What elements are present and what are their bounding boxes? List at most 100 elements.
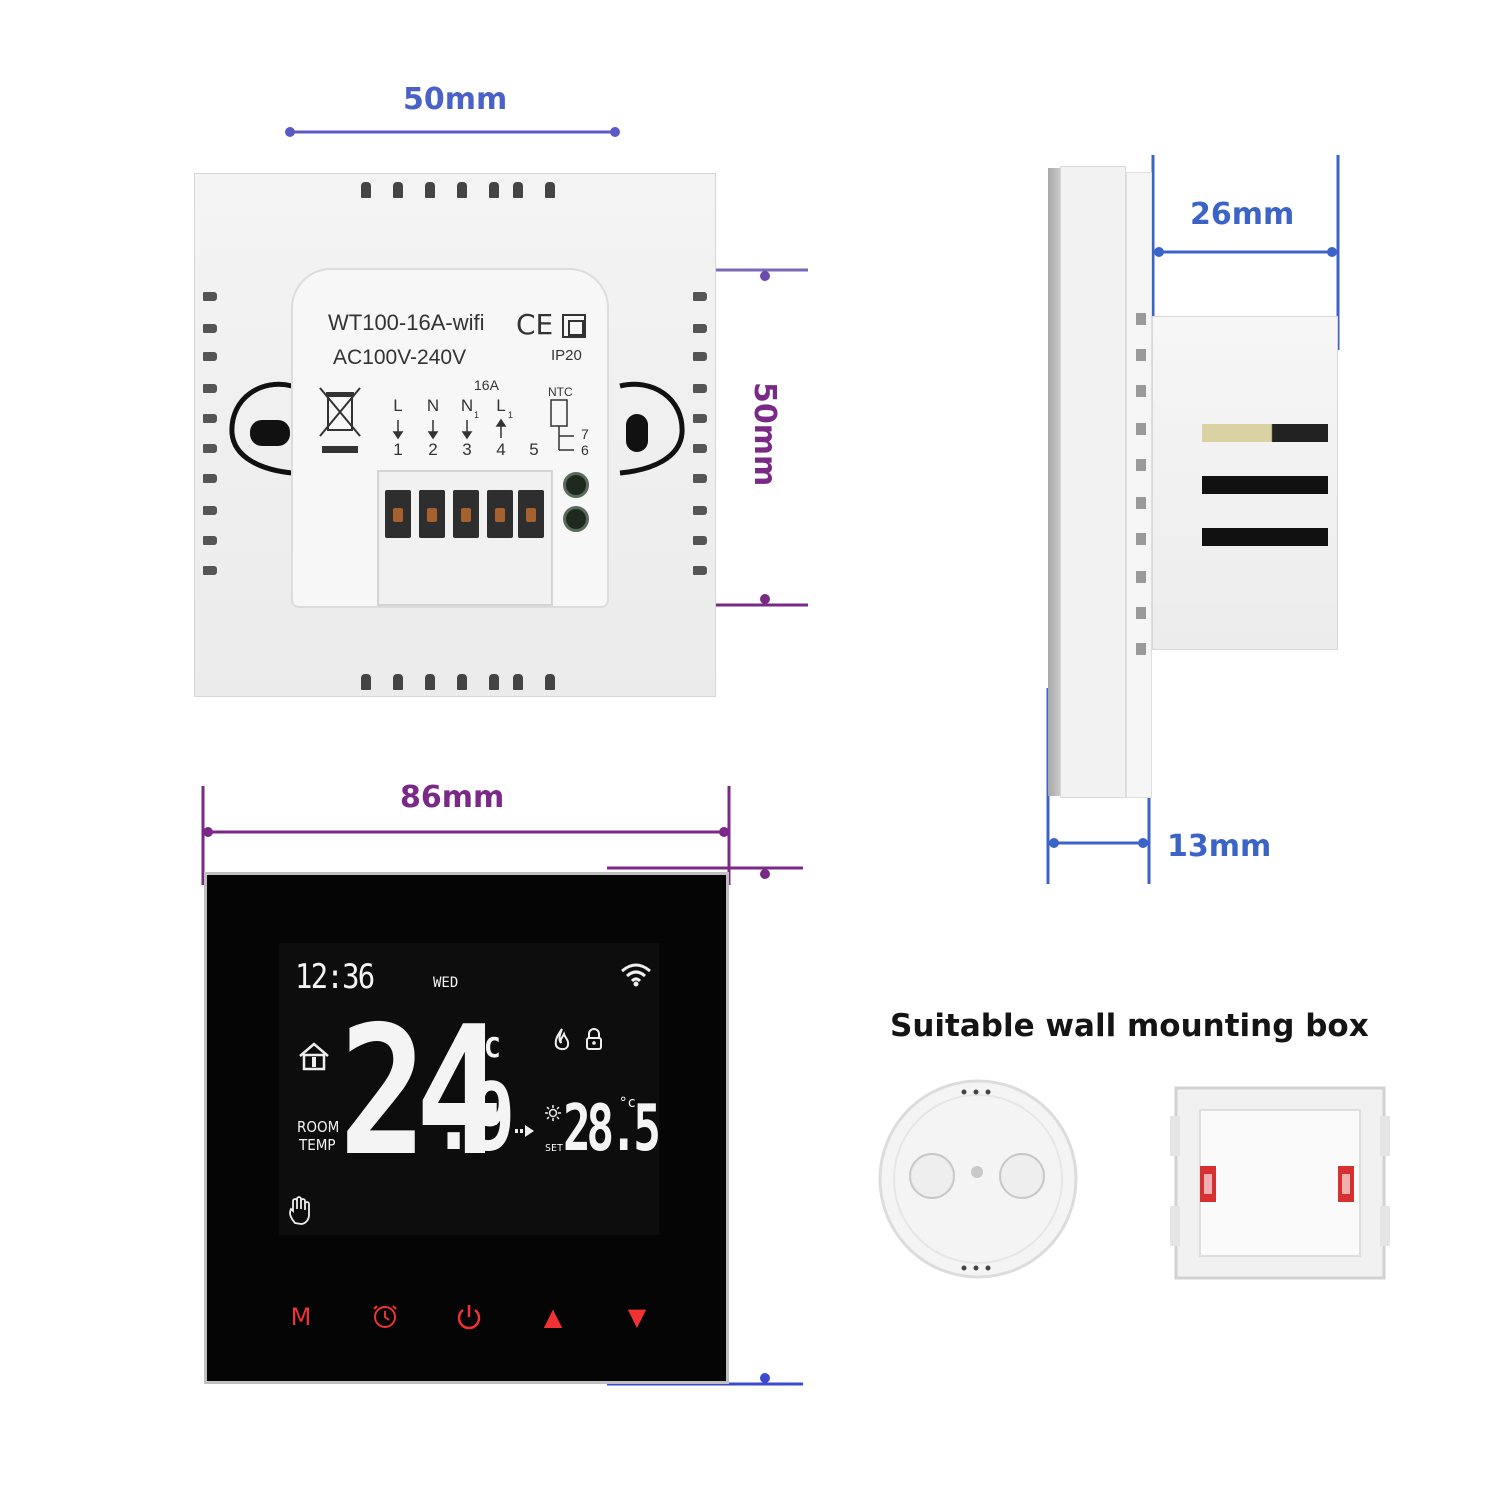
arrow-right-icon xyxy=(515,1125,534,1137)
terminal-subscript: 1 xyxy=(474,410,480,420)
vent xyxy=(203,474,217,483)
vent xyxy=(693,292,707,301)
home-icon xyxy=(299,1042,329,1071)
temperature-up-button[interactable]: ▲ xyxy=(543,1303,563,1331)
vent xyxy=(203,324,217,333)
vent xyxy=(203,414,217,423)
vent xyxy=(393,182,403,198)
vent xyxy=(203,352,217,361)
side-glass-edge xyxy=(1048,168,1060,796)
square-mounting-box xyxy=(1170,1086,1390,1280)
sun-icon xyxy=(545,1105,561,1121)
room-temperature-integer: 24 xyxy=(339,988,503,1195)
vent xyxy=(203,506,217,515)
temperature-down-button[interactable]: ▼ xyxy=(627,1303,647,1331)
terminal-letter: N xyxy=(426,396,440,415)
terminal-letter: N xyxy=(460,396,474,415)
terminal-number: 5 xyxy=(529,440,539,459)
vent xyxy=(203,444,217,453)
terminal-letter: L xyxy=(393,396,403,415)
vent xyxy=(393,674,403,690)
back-height-label: 50mm xyxy=(747,382,782,487)
set-temperature: 28.5 xyxy=(563,1092,661,1166)
mode-button[interactable]: M xyxy=(290,1303,312,1331)
set-temperature-unit: °c xyxy=(619,1095,636,1111)
temperature-unit: °C xyxy=(467,1031,501,1064)
lock-icon xyxy=(586,1028,602,1050)
vent xyxy=(545,674,555,690)
wifi-icon xyxy=(621,963,651,987)
vent xyxy=(203,536,217,545)
vent xyxy=(693,414,707,423)
terminal-screw xyxy=(385,490,411,538)
vent xyxy=(693,352,707,361)
ntc-label: NTC xyxy=(548,385,573,399)
manual-hand-icon xyxy=(289,1196,310,1225)
round-mounting-box xyxy=(878,1079,1078,1279)
mounting-box-caption: Suitable wall mounting box xyxy=(890,1008,1369,1044)
vent xyxy=(693,384,707,393)
terminal-screw xyxy=(453,490,479,538)
vent xyxy=(693,506,707,515)
depth-total-label: 26mm xyxy=(1190,197,1295,232)
ntc-number: 7 xyxy=(581,426,589,442)
vent xyxy=(693,474,707,483)
side-rim xyxy=(1126,172,1152,798)
power-button[interactable] xyxy=(447,1295,491,1339)
room-temperature-decimal: .9 xyxy=(431,1063,515,1172)
terminal-subscript: 1 xyxy=(508,410,514,420)
terminal-screw xyxy=(518,490,544,538)
clock-time: 12:36 xyxy=(295,957,375,997)
side-frame xyxy=(1060,166,1126,798)
room-temp-label-line2: TEMP xyxy=(299,1136,336,1154)
terminal-number: 3 xyxy=(462,440,472,459)
vent xyxy=(513,182,523,198)
vent xyxy=(545,182,555,198)
side-clip-row xyxy=(1136,313,1146,655)
terminal-arrows xyxy=(392,418,507,440)
clock-button[interactable] xyxy=(363,1295,407,1339)
vent xyxy=(203,566,217,575)
terminal-number: 2 xyxy=(428,440,438,459)
vent xyxy=(361,674,371,690)
ntc-number: 6 xyxy=(581,442,589,458)
right-mount-clip xyxy=(619,381,685,476)
terminal-screw xyxy=(487,490,513,538)
vent xyxy=(457,182,467,198)
weee-bin-icon xyxy=(319,387,361,453)
vent xyxy=(513,674,523,690)
voltage-label: AC100V-240V xyxy=(333,346,467,369)
vent xyxy=(693,566,707,575)
model-label: WT100-16A-wifi xyxy=(328,310,485,335)
vent xyxy=(693,536,707,545)
terminal-screw xyxy=(419,490,445,538)
vent xyxy=(425,674,435,690)
vent xyxy=(203,292,217,301)
vent xyxy=(425,182,435,198)
front-width-label: 86mm xyxy=(400,780,505,815)
power-icon xyxy=(457,1305,481,1330)
lcd-screen: 12:36 WED 24 .9 °C ROOM TEMP xyxy=(279,943,661,1235)
double-insulation-icon xyxy=(562,314,586,338)
ntc-sensor-icon xyxy=(550,399,574,451)
back-width-label: 50mm xyxy=(403,82,508,117)
left-mount-clip xyxy=(229,381,293,476)
sensor-screw xyxy=(563,472,589,498)
side-vent-slot xyxy=(1202,424,1328,442)
thermostat-front: 12:36 WED 24 .9 °C ROOM TEMP xyxy=(204,872,729,1384)
sensor-screw xyxy=(563,506,589,532)
current-rating: 16A xyxy=(474,377,499,393)
clock-icon xyxy=(373,1305,397,1328)
vent xyxy=(489,182,499,198)
terminal-number: 4 xyxy=(496,440,506,459)
terminal-letter: L xyxy=(496,396,506,415)
vent xyxy=(693,444,707,453)
room-temp-label-line1: ROOM xyxy=(297,1118,340,1136)
depth-panel-label: 13mm xyxy=(1167,829,1272,864)
flame-icon xyxy=(554,1028,570,1051)
vent xyxy=(203,384,217,393)
vent xyxy=(457,674,467,690)
vent xyxy=(693,324,707,333)
ce-mark: CE xyxy=(516,308,554,341)
set-label: SET xyxy=(545,1143,564,1154)
